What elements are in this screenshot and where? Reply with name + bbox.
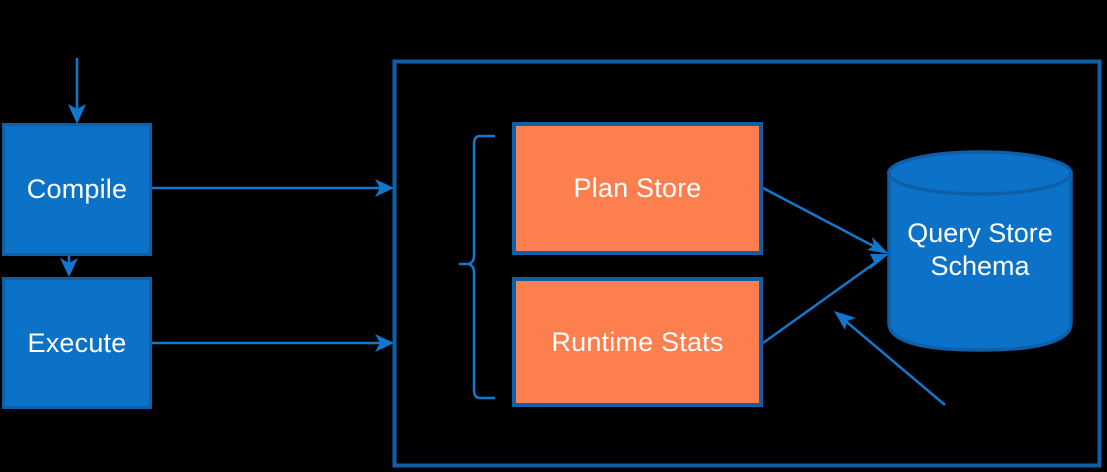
query-store-schema-cylinder (887, 150, 1073, 352)
connector-runtime-stats-to-schema (762, 254, 889, 345)
node-plan-store-label: Plan Store (573, 173, 702, 203)
node-plan-store[interactable]: Plan Store (512, 122, 763, 255)
node-compile[interactable]: Compile (2, 123, 152, 256)
node-execute[interactable]: Execute (2, 277, 152, 409)
connector-external-to-schema (834, 311, 946, 406)
connector-compile-to-container (152, 179, 394, 197)
grouping-brace (458, 134, 496, 400)
connector-plan-store-to-schema (762, 186, 889, 254)
connector-compile-to-execute (60, 255, 78, 277)
connector-execute-to-container (152, 334, 394, 352)
node-execute-label: Execute (27, 327, 127, 358)
node-runtime-stats[interactable]: Runtime Stats (512, 277, 763, 407)
node-compile-label: Compile (26, 174, 128, 204)
node-runtime-stats-label: Runtime Stats (551, 326, 724, 357)
container-outline (392, 59, 1102, 468)
connector-input-to-compile (68, 58, 86, 124)
